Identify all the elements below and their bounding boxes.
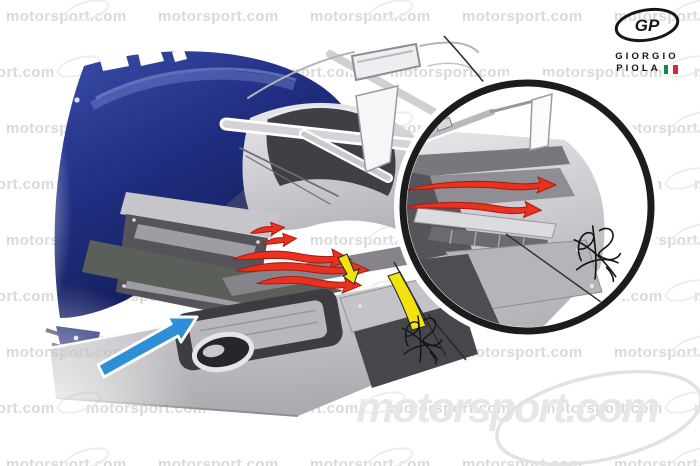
watermark-text: motorsport.com <box>0 64 55 81</box>
watermark-text: motorsport.com <box>0 288 55 305</box>
yellow-arrow <box>337 253 360 285</box>
watermark-text: motorsport.com <box>310 8 431 25</box>
giorgio-text: GIORGIO <box>615 51 679 62</box>
magnifier-inset <box>394 74 660 340</box>
piola-text: PIOLA <box>602 63 692 75</box>
watermark-text: motorsport.com <box>694 64 700 81</box>
watermark-text: motorsport.com <box>6 8 127 25</box>
watermark-text: motorsport.com <box>614 344 700 361</box>
italian-flag-icon <box>663 64 678 74</box>
giorgio-piola-logo: GP GIORGIO PIOLA <box>602 4 692 75</box>
watermark-text: motorsport.com <box>462 8 583 25</box>
watermark-text: motorsport.com <box>694 176 700 193</box>
gp-monogram-icon: GP <box>614 7 680 43</box>
watermark-text: motorsport.com <box>694 288 700 305</box>
watermark-text: motorsport.com <box>158 8 279 25</box>
yellow-highlights <box>337 253 427 331</box>
watermark-text: motorsport.com <box>6 456 127 466</box>
leader-line-floor <box>393 261 447 357</box>
cropped-sponsor-glyphs <box>100 49 187 71</box>
watermark-text: motorsport.com <box>158 456 279 466</box>
blue-flow-arrow <box>96 315 199 379</box>
leader-line-bottom <box>427 313 467 361</box>
watermark-text: motorsport.com <box>0 400 55 417</box>
watermark-text: motorsport.com <box>0 176 55 193</box>
watermark-text: motorsport.com <box>542 64 663 81</box>
svg-text:GP: GP <box>635 16 660 35</box>
watermark-text: motorsport.com <box>310 456 431 466</box>
mirror <box>350 42 422 82</box>
watermark-text: motorsport.com <box>390 400 511 417</box>
watermark-text: motorsport.com <box>462 344 583 361</box>
jack-slot <box>191 331 255 373</box>
